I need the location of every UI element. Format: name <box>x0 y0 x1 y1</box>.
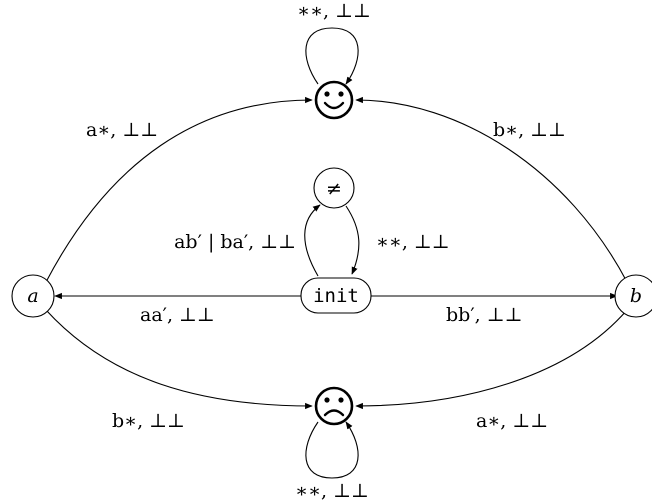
edge-sad-self-loop <box>305 421 359 479</box>
sad-face-icon <box>323 397 345 417</box>
edge-init-to-neq <box>304 204 321 277</box>
edge-b-to-sad <box>355 309 628 410</box>
label-sad-loop: ∗∗, ⊥⊥ <box>295 480 369 502</box>
happy-face-icon <box>323 91 345 110</box>
node-sad <box>314 386 354 426</box>
node-neq-label: ≠ <box>326 178 342 200</box>
label-neq-to-init: ∗∗, ⊥⊥ <box>376 231 450 253</box>
node-a: a <box>11 274 55 318</box>
edge-neq-to-init <box>345 205 360 275</box>
edge-a-to-sad <box>45 309 313 410</box>
label-init-to-a: aa′, ⊥⊥ <box>140 304 215 326</box>
node-a-label: a <box>27 285 38 307</box>
node-b-label: b <box>630 285 642 307</box>
node-init-label: init <box>313 285 359 307</box>
node-happy <box>314 80 354 120</box>
node-b: b <box>614 274 652 318</box>
node-neq: ≠ <box>313 167 355 209</box>
label-a-to-sad: b∗, ⊥⊥ <box>112 410 185 432</box>
label-a-to-happy: a∗, ⊥⊥ <box>86 119 158 141</box>
label-b-to-happy: b∗, ⊥⊥ <box>493 119 566 141</box>
label-b-to-sad: a∗, ⊥⊥ <box>476 410 548 432</box>
node-init: init <box>300 277 372 314</box>
label-happy-loop: ∗∗, ⊥⊥ <box>297 0 371 22</box>
edge-happy-self-loop <box>305 27 359 85</box>
edge-a-to-happy <box>45 96 313 283</box>
label-init-to-neq: ab′ | ba′, ⊥⊥ <box>174 231 296 253</box>
edge-b-to-happy <box>355 96 628 283</box>
label-init-to-b: bb′, ⊥⊥ <box>446 304 522 326</box>
